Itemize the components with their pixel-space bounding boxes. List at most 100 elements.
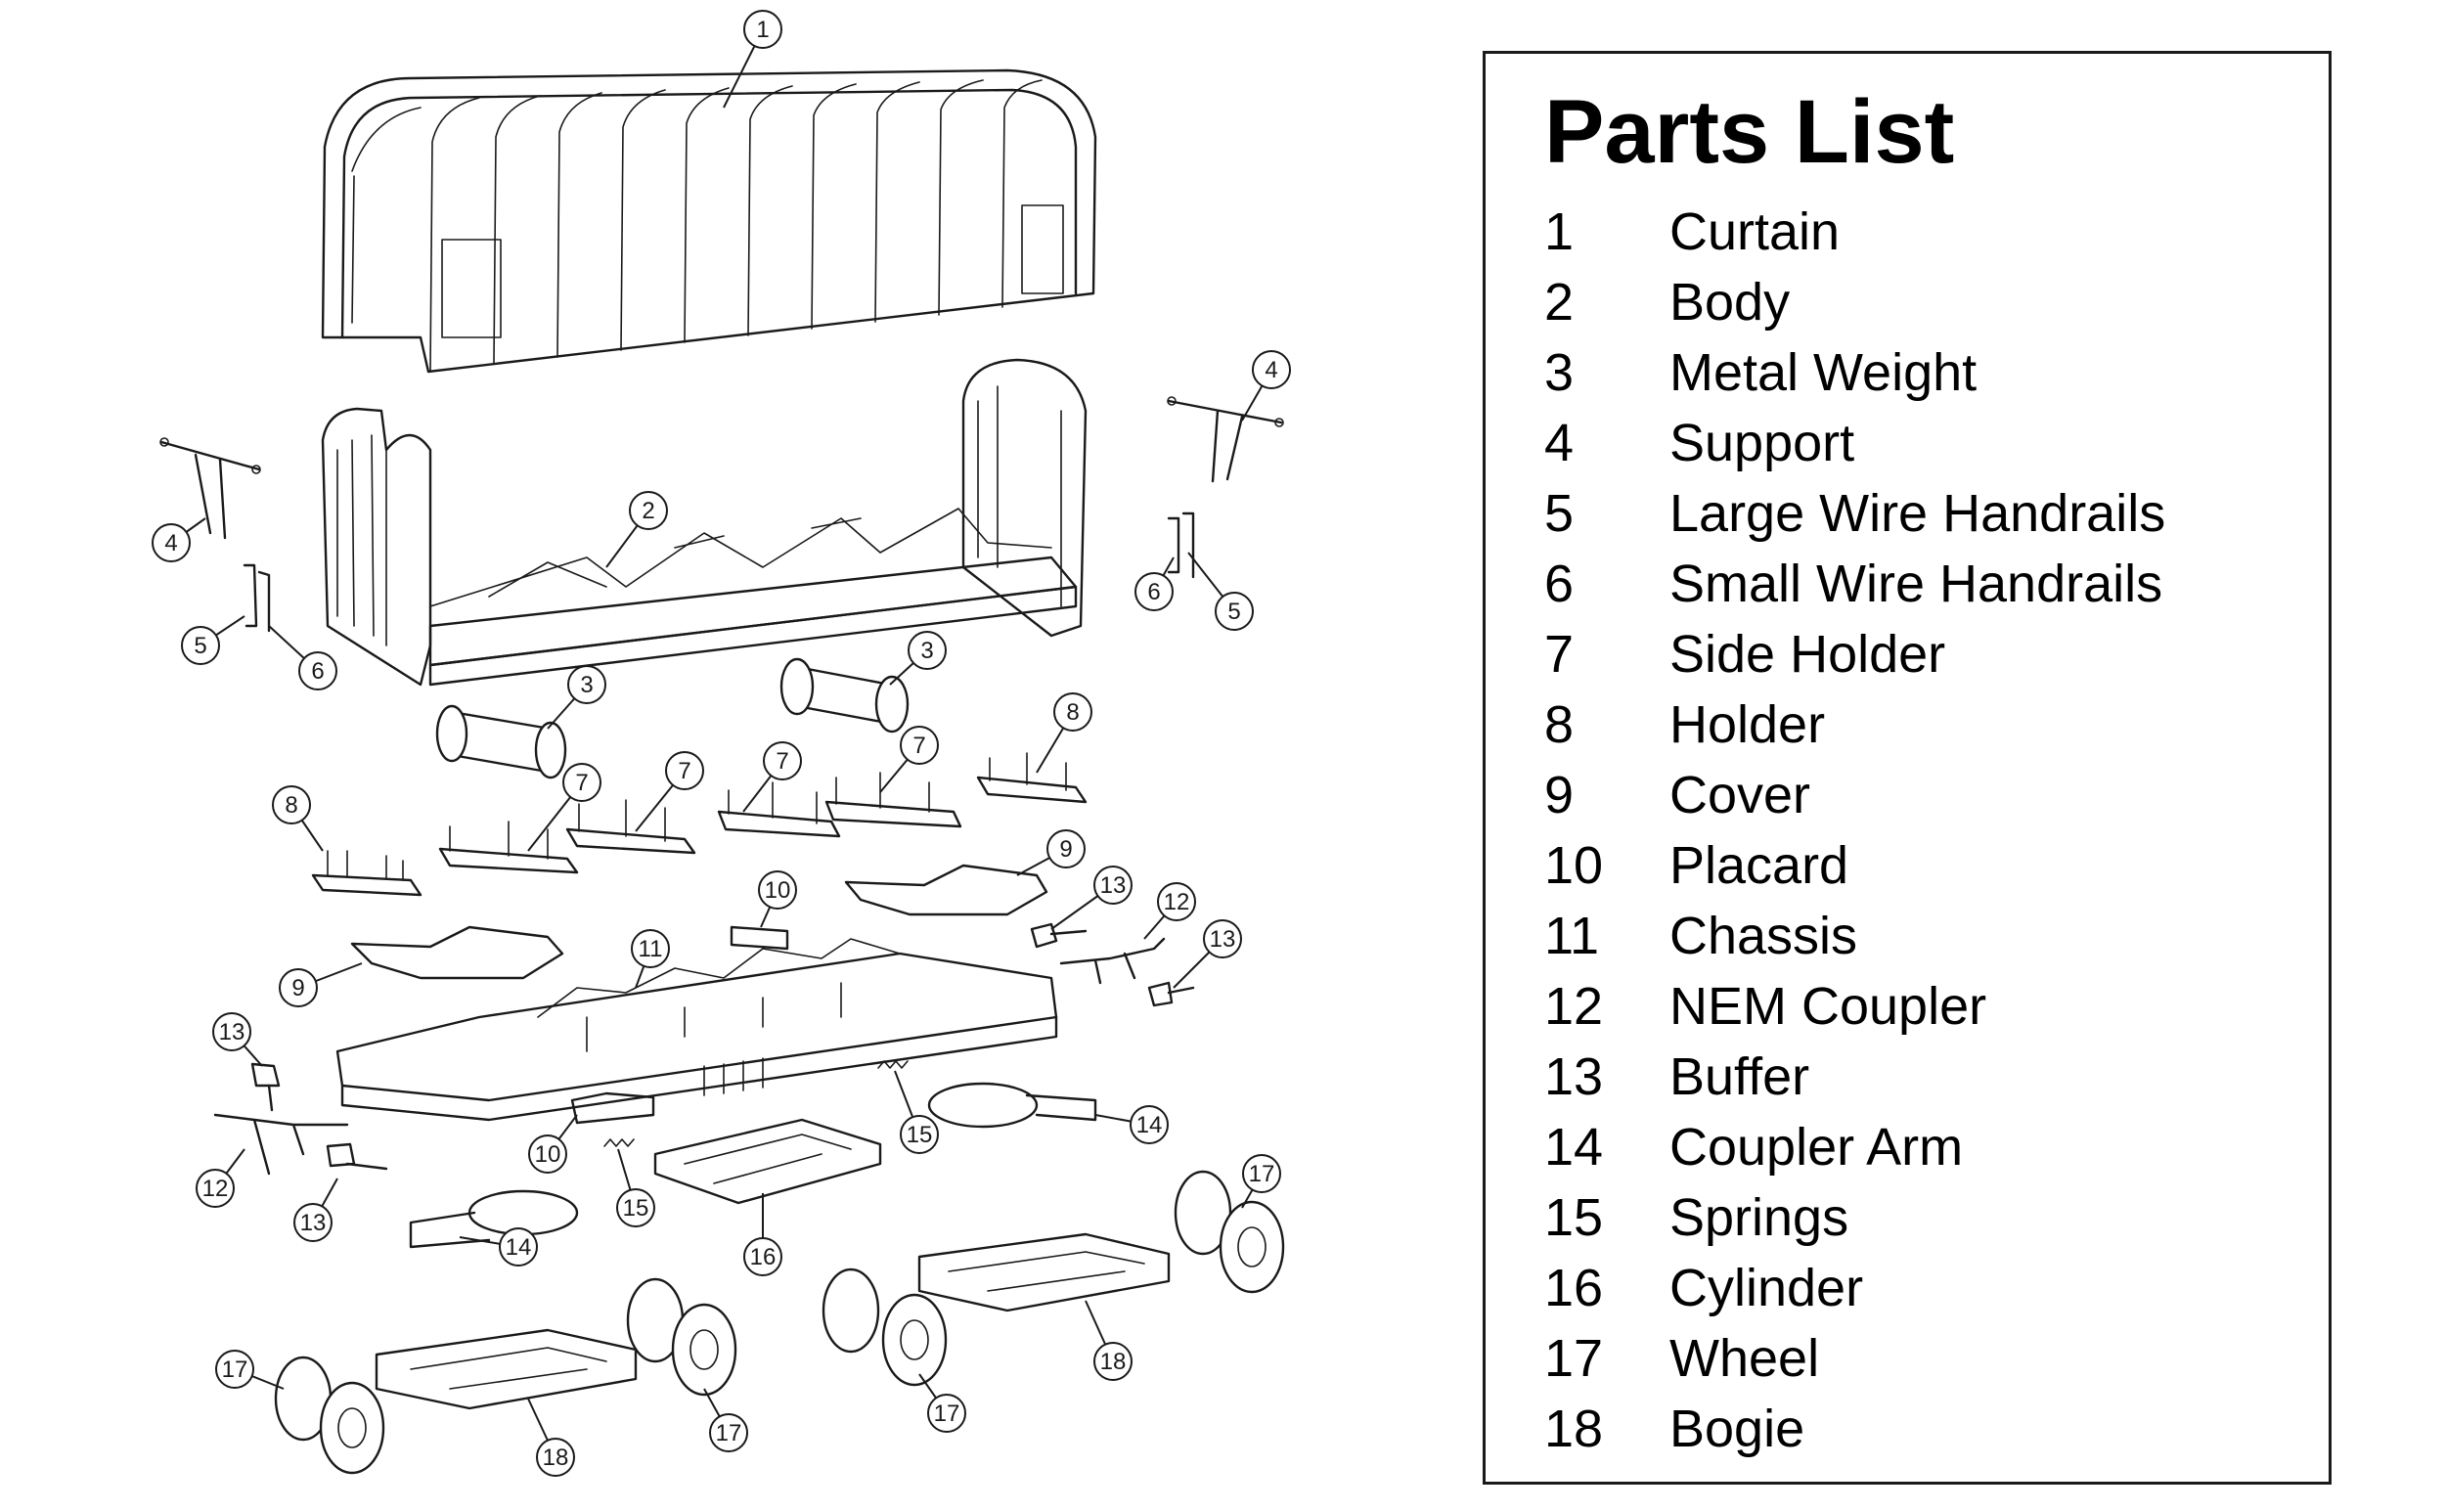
callout-circle xyxy=(1252,350,1291,389)
callout: 7 xyxy=(635,751,704,832)
callout-circle xyxy=(1093,866,1133,905)
callout-circle xyxy=(298,651,337,690)
part-metal-weight xyxy=(779,657,910,734)
part-bogie xyxy=(375,1232,1171,1410)
callout-label: 7 xyxy=(575,770,588,796)
part-name: Bogie xyxy=(1669,1400,1805,1458)
part-name: Cylinder xyxy=(1669,1259,1864,1317)
part-name: Holder xyxy=(1669,695,1826,754)
callout-label: 14 xyxy=(1136,1112,1163,1138)
callout-circle xyxy=(1046,829,1086,868)
part-number: 9 xyxy=(1544,766,1575,824)
parts-list-item: 17 Wheel xyxy=(1544,1323,2165,1394)
part-number: 18 xyxy=(1544,1400,1604,1458)
callout: 12 xyxy=(196,1148,245,1208)
part-support xyxy=(159,437,261,540)
callout-label: 7 xyxy=(912,733,925,759)
callout-label: 13 xyxy=(1210,926,1236,953)
callout-label: 9 xyxy=(1059,836,1072,863)
callout-circle xyxy=(665,751,704,790)
callout-label: 16 xyxy=(750,1244,777,1270)
callout: 2 xyxy=(605,491,668,568)
callout: 4 xyxy=(152,517,206,562)
callout-label: 5 xyxy=(194,633,206,659)
callout: 12 xyxy=(1143,882,1196,940)
callout: 9 xyxy=(1016,829,1086,876)
callout: 18 xyxy=(527,1398,575,1477)
callout-label: 2 xyxy=(642,498,654,524)
callout-circle xyxy=(536,1438,575,1477)
part-name: Chassis xyxy=(1669,907,1858,965)
callout: 17 xyxy=(215,1350,285,1390)
callout: 8 xyxy=(272,785,324,852)
part-name: Buffer xyxy=(1669,1047,1810,1106)
callout-label: 10 xyxy=(765,877,791,904)
callout-label: 6 xyxy=(1147,579,1160,605)
part-number: 4 xyxy=(1544,414,1575,472)
callout-circle xyxy=(562,763,601,802)
parts-list-title: Parts List xyxy=(1544,82,1955,182)
callout-label: 4 xyxy=(1265,357,1277,383)
callout-label: 5 xyxy=(1227,599,1240,625)
part-chassis xyxy=(335,938,1058,1122)
callout-label: 8 xyxy=(1066,699,1079,726)
callout-label: 13 xyxy=(219,1019,245,1045)
parts-list-item: 15 Springs xyxy=(1544,1182,2165,1253)
part-couplers-buffers xyxy=(213,922,1195,1176)
callout-circle xyxy=(629,491,668,530)
callout-label: 7 xyxy=(678,758,690,784)
callout-label: 15 xyxy=(907,1122,933,1148)
part-name: Side Holder xyxy=(1669,625,1946,684)
part-number: 16 xyxy=(1544,1259,1604,1317)
callout: 3 xyxy=(889,631,947,686)
part-number: 15 xyxy=(1544,1188,1604,1247)
part-wheels xyxy=(274,1170,1285,1475)
callout: 1 xyxy=(723,10,782,109)
part-cover xyxy=(350,864,1048,980)
callout-circle xyxy=(743,1237,782,1276)
callout: 17 xyxy=(1241,1154,1281,1209)
callout: 14 xyxy=(1094,1105,1169,1144)
part-number: 5 xyxy=(1544,484,1575,543)
part-number: 17 xyxy=(1544,1329,1604,1388)
callout-circle xyxy=(1157,882,1196,921)
callout-circle xyxy=(1215,592,1254,631)
callout-label: 11 xyxy=(639,936,663,962)
callout-label: 1 xyxy=(756,17,769,43)
callout-circle xyxy=(567,665,606,704)
callout: 17 xyxy=(703,1388,748,1452)
part-placard xyxy=(570,925,789,1125)
callout: 11 xyxy=(631,929,670,989)
part-name: Coupler Arm xyxy=(1669,1118,1964,1177)
part-name: Small Wire Handrails xyxy=(1669,555,2163,613)
part-number: 8 xyxy=(1544,695,1575,754)
callout-circle xyxy=(1242,1154,1281,1193)
callout-label: 10 xyxy=(535,1141,561,1168)
callout-circle xyxy=(900,726,939,765)
part-name: Metal Weight xyxy=(1669,343,1978,402)
part-name: Body xyxy=(1669,273,1791,332)
part-number: 13 xyxy=(1544,1047,1604,1106)
part-cylinder xyxy=(653,1118,882,1205)
callout-circle xyxy=(212,1012,251,1051)
callout: 7 xyxy=(527,763,601,852)
part-name: Springs xyxy=(1669,1188,1849,1247)
part-springs xyxy=(603,1060,909,1147)
callout-circle xyxy=(743,10,782,49)
part-handrails xyxy=(243,511,1195,633)
callout: 13 xyxy=(212,1012,263,1067)
part-name: Wheel xyxy=(1669,1329,1820,1388)
callout: 16 xyxy=(743,1193,782,1276)
callout-label: 12 xyxy=(1164,889,1190,915)
part-number: 10 xyxy=(1544,836,1604,895)
callout-label: 4 xyxy=(164,530,177,556)
callout-circle xyxy=(528,1134,567,1174)
part-number: 2 xyxy=(1544,273,1575,332)
callout-circle xyxy=(763,741,802,780)
callout: 13 xyxy=(1050,866,1133,930)
